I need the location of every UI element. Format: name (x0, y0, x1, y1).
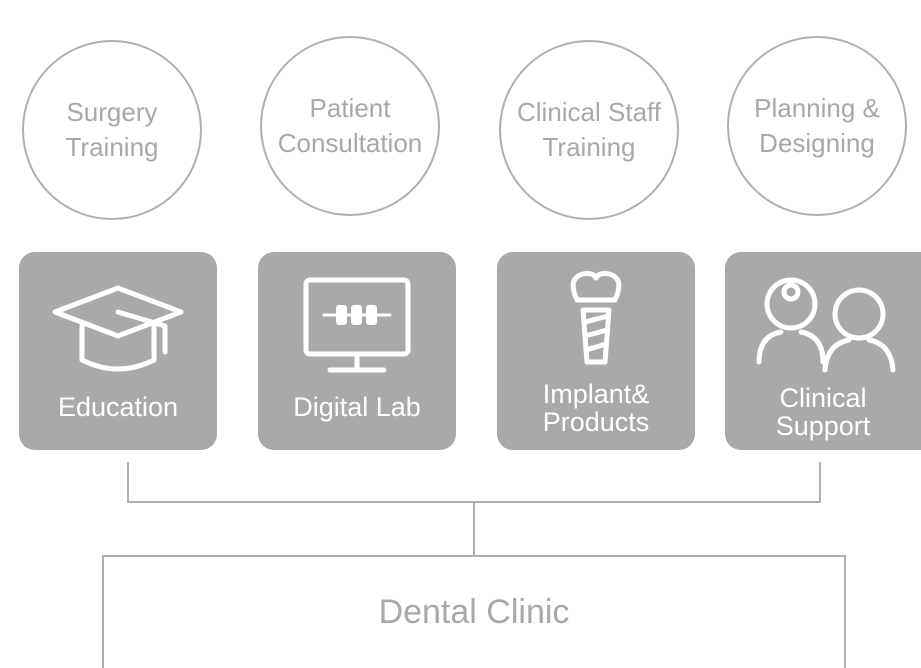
card-digital-lab: Digital Lab (258, 252, 456, 450)
card-label-line1: Implant& (542, 379, 650, 409)
circle-patient-consultation: Patient Consultation (260, 36, 440, 216)
circle-label-line2: Training (542, 132, 636, 162)
circle-surgery-training: Surgery Training (22, 40, 202, 220)
circle-label-line2: Consultation (277, 128, 423, 158)
connector-bracket (127, 462, 821, 503)
card-label-line2: Products (542, 407, 650, 437)
card-label-line2: Support (775, 411, 871, 441)
card-label: Digital Lab (293, 392, 421, 422)
circle-label-line2: Training (65, 132, 159, 162)
card-education: Education (19, 252, 217, 450)
circle-planning-designing: Planning & Designing (727, 36, 907, 216)
card-label: Education (57, 392, 179, 422)
circle-clinical-staff-training: Clinical Staff Training (499, 40, 679, 220)
dental-clinic-label: Dental Clinic (378, 593, 570, 631)
monitor-teeth-icon (303, 277, 411, 373)
card-label-line1: Clinical (779, 383, 867, 413)
circle-label-line1: Surgery (66, 97, 158, 127)
circle-label-line1: Patient (309, 93, 391, 123)
card-implant-products: Implant& Products (497, 252, 695, 450)
dentist-patient-icon (756, 277, 896, 373)
circle-label-line1: Planning & (754, 93, 880, 123)
graduation-cap-icon (52, 285, 184, 372)
circle-label-line2: Designing (759, 128, 875, 158)
dental-clinic-box: Dental Clinic (102, 555, 846, 668)
connector-stem (473, 502, 475, 555)
card-clinical-support: Clinical Support (725, 252, 921, 450)
dental-implant-icon (570, 271, 622, 365)
circle-label-line1: Clinical Staff (516, 97, 662, 127)
